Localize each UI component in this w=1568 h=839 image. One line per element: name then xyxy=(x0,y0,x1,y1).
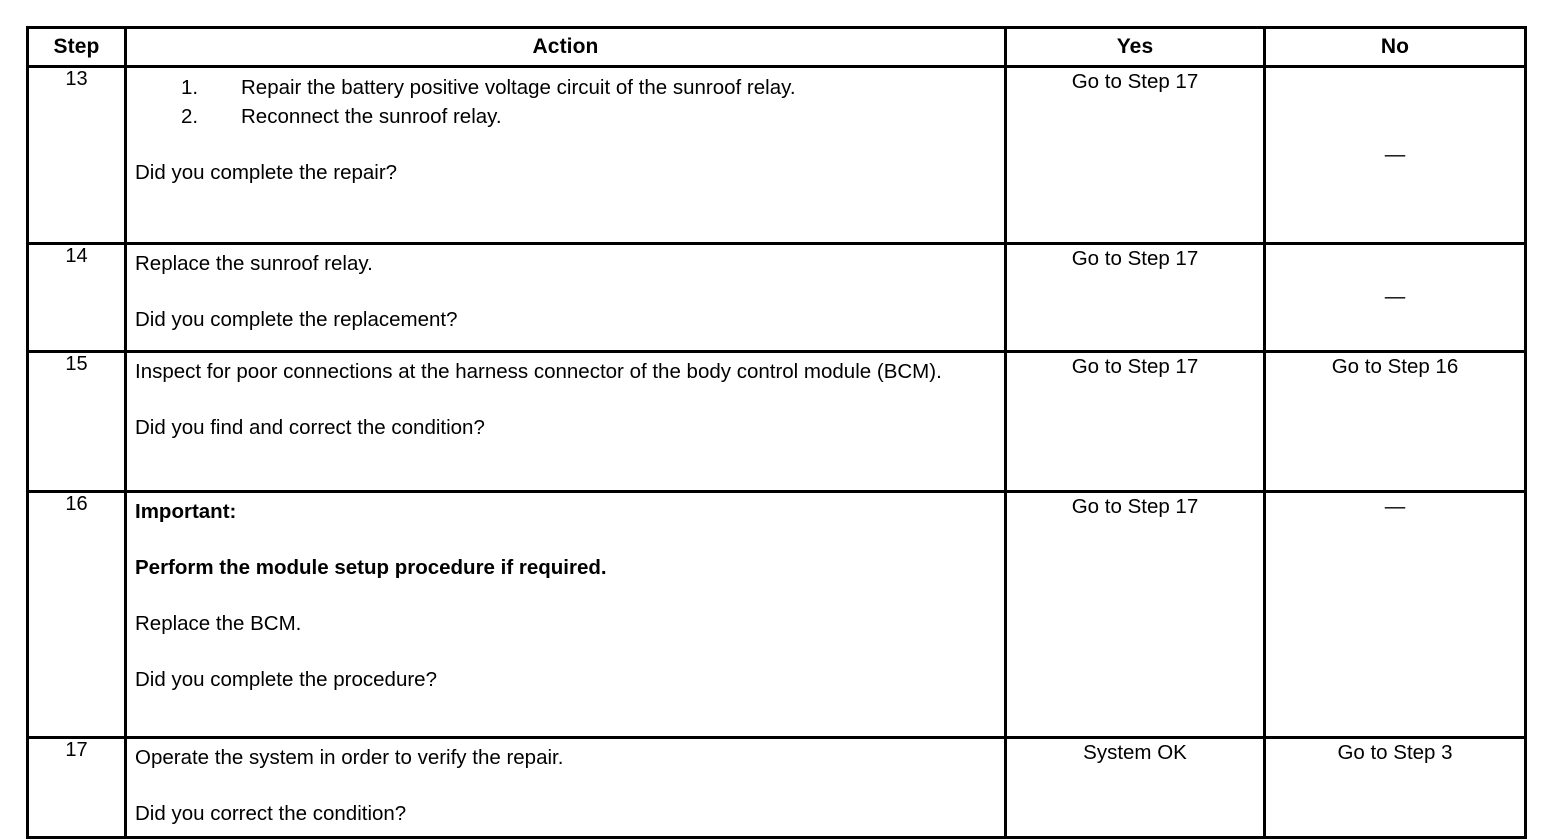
yes-answer-text: Go to Step 17 xyxy=(1071,355,1199,378)
action-statement: Inspect for poor connections at the harn… xyxy=(135,360,942,383)
no-answer-text: Go to Step 3 xyxy=(1337,741,1453,764)
action-statement: Replace the BCM. xyxy=(135,612,302,635)
action-cell: Inspect for poor connections at the harn… xyxy=(124,350,1007,493)
step-number: 17 xyxy=(65,739,88,761)
table-row: 13 1. Repair the battery positive voltag… xyxy=(26,65,1527,245)
action-statement: Operate the system in order to verify th… xyxy=(135,746,564,769)
table-row: 15 Inspect for poor connections at the h… xyxy=(26,350,1527,493)
important-text: Perform the module setup procedure if re… xyxy=(135,556,607,579)
no-answer-cell: — xyxy=(1263,490,1527,739)
action-cell: Operate the system in order to verify th… xyxy=(124,736,1007,839)
vertical-spacer xyxy=(135,772,996,800)
no-answer-cell: Go to Step 16 xyxy=(1263,350,1527,493)
step-number: 15 xyxy=(65,353,88,375)
yes-answer-cell: Go to Step 17 xyxy=(1004,350,1266,493)
yes-answer-text: System OK xyxy=(1083,741,1187,764)
step-number-cell: 17 xyxy=(26,736,127,839)
action-cell: 1. Repair the battery positive voltage c… xyxy=(124,65,1007,245)
no-answer-text: — xyxy=(1384,285,1406,309)
vertical-spacer xyxy=(135,386,996,414)
table-row: 16 Important: Perform the module setup p… xyxy=(26,490,1527,739)
action-question: Did you complete the replacement? xyxy=(135,308,458,331)
no-answer-cell: Go to Step 3 xyxy=(1263,736,1527,839)
no-answer-text: Go to Step 16 xyxy=(1331,355,1459,378)
diagnostic-steps-table: Step Action Yes No 13 1. Repair the xyxy=(26,26,1527,839)
step-number: 14 xyxy=(65,245,88,267)
list-item: 1. Repair the battery positive voltage c… xyxy=(135,73,996,102)
list-item-number: 1. xyxy=(181,76,199,99)
action-question: Did you correct the condition? xyxy=(135,802,407,825)
vertical-spacer xyxy=(135,638,996,666)
step-number: 16 xyxy=(65,493,88,515)
action-question: Did you find and correct the condition? xyxy=(135,416,485,439)
action-numbered-list: 1. Repair the battery positive voltage c… xyxy=(135,73,996,131)
yes-answer-cell: Go to Step 17 xyxy=(1004,490,1266,739)
table-row: 17 Operate the system in order to verify… xyxy=(26,736,1527,839)
list-item-text: Repair the battery positive voltage circ… xyxy=(241,76,796,99)
vertical-spacer xyxy=(135,131,996,159)
step-number: 13 xyxy=(65,68,88,90)
vertical-spacer xyxy=(135,278,996,306)
action-question: Did you complete the procedure? xyxy=(135,668,437,691)
no-answer-cell: — xyxy=(1263,242,1527,353)
step-number-cell: 16 xyxy=(26,490,127,739)
yes-answer-text: Go to Step 17 xyxy=(1071,70,1199,93)
yes-answer-text: Go to Step 17 xyxy=(1071,247,1199,270)
list-item-text: Reconnect the sunroof relay. xyxy=(241,105,502,128)
yes-answer-cell: System OK xyxy=(1004,736,1266,839)
vertical-spacer xyxy=(135,526,996,554)
column-header-step: Step xyxy=(26,26,127,68)
no-answer-text: — xyxy=(1384,142,1406,166)
action-cell: Replace the sunroof relay. Did you compl… xyxy=(124,242,1007,353)
no-answer-cell: — xyxy=(1263,65,1527,245)
step-number-cell: 14 xyxy=(26,242,127,353)
yes-answer-cell: Go to Step 17 xyxy=(1004,242,1266,353)
step-number-cell: 15 xyxy=(26,350,127,493)
column-header-no: No xyxy=(1263,26,1527,68)
action-statement: Replace the sunroof relay. xyxy=(135,252,373,275)
yes-answer-text: Go to Step 17 xyxy=(1071,495,1199,518)
yes-answer-cell: Go to Step 17 xyxy=(1004,65,1266,245)
action-question: Did you complete the repair? xyxy=(135,161,398,184)
action-cell: Important: Perform the module setup proc… xyxy=(124,490,1007,739)
table-row: 14 Replace the sunroof relay. Did you co… xyxy=(26,242,1527,353)
no-answer-text: — xyxy=(1384,495,1406,518)
vertical-spacer xyxy=(135,582,996,610)
list-item: 2. Reconnect the sunroof relay. xyxy=(135,102,996,131)
column-header-action: Action xyxy=(124,26,1007,68)
column-header-yes: Yes xyxy=(1004,26,1266,68)
table-header-row: Step Action Yes No xyxy=(26,26,1527,68)
important-label: Important: xyxy=(135,500,237,523)
step-number-cell: 13 xyxy=(26,65,127,245)
list-item-number: 2. xyxy=(181,105,199,128)
